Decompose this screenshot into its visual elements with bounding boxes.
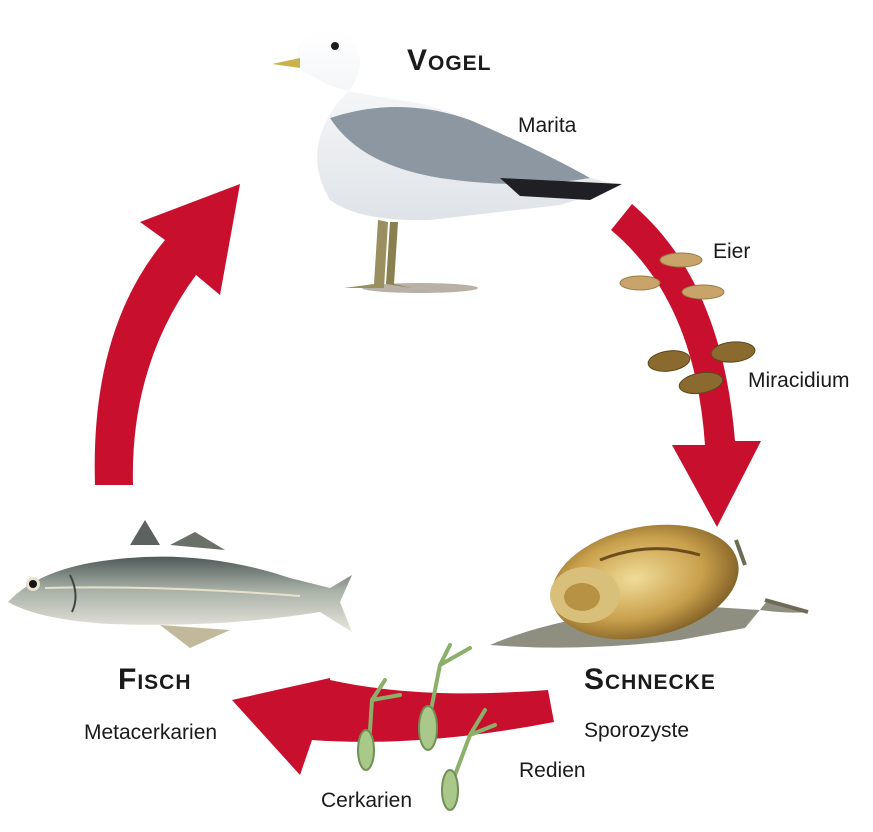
snail-icon <box>490 524 809 648</box>
cercaria-icons <box>357 643 497 811</box>
host-label-bird: Vogel <box>407 44 492 77</box>
gull-icon <box>272 28 622 293</box>
arrow-bird-to-snail <box>611 204 761 527</box>
stage-label-eier: Eier <box>713 240 751 263</box>
stage-label-marita: Marita <box>518 114 577 137</box>
host-label-fish: Fisch <box>118 663 192 696</box>
stage-label-sporozyste: Sporozyste <box>584 719 690 742</box>
arrow-snail-to-fish <box>232 678 554 775</box>
host-label-snail: Schnecke <box>584 663 716 696</box>
fish-icon <box>8 520 352 648</box>
miracidium-icons <box>647 341 756 395</box>
stage-label-metacerkarien: Metacerkarien <box>84 721 218 744</box>
stage-label-cerkarien: Cerkarien <box>321 789 413 812</box>
egg-icons <box>619 252 725 300</box>
arrow-fish-to-bird <box>94 184 240 485</box>
stage-label-miracidium: Miracidium <box>748 369 850 392</box>
stage-label-redien: Redien <box>519 759 586 782</box>
